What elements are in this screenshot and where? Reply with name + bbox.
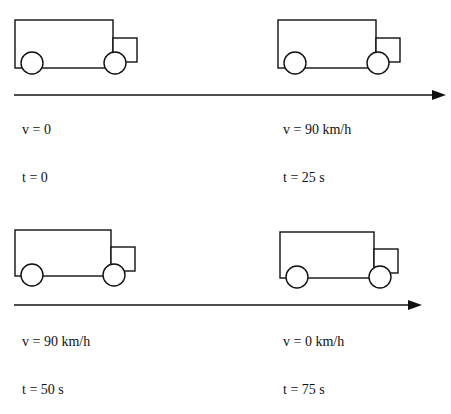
label-text: t = 75 s [283,382,325,399]
truck [15,20,137,74]
label-text: v = 0 km/h [283,334,344,351]
truck [278,20,400,74]
label-text: v = 90 km/h [22,334,90,351]
label-text: t = 50 s [22,382,64,399]
truck [15,230,135,286]
label-text: v = 0 [22,122,51,139]
label-text: t = 0 [22,170,48,187]
truck [280,232,398,288]
label-text: v = 90 km/h [283,122,351,139]
axis-line [14,94,436,95]
axis-line [14,304,412,305]
arrow-head [408,300,422,310]
label-text: t = 25 s [283,170,325,187]
arrow-head [432,90,446,100]
